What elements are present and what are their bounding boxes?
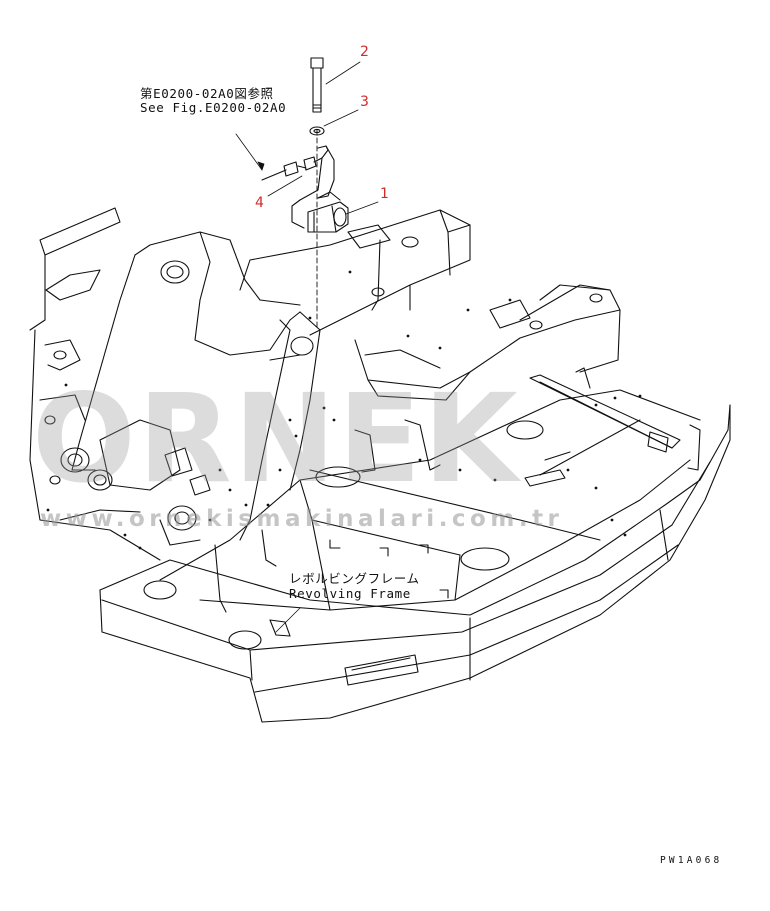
watermark-url: www.ornekismakinalari.com.tr (40, 506, 564, 532)
wire-harness-part (261, 145, 335, 201)
deck-floor (143, 389, 701, 650)
frame-label-en: Revolving Frame (289, 586, 411, 601)
reference-note: 第E0200-02A0図参照 See Fig.E0200-02A0 (140, 86, 287, 116)
center-bracket (239, 209, 621, 401)
deck-walls (214, 419, 449, 637)
leader-lines (235, 61, 379, 633)
washer-part (309, 126, 325, 136)
drawing-code: PW1A068 (660, 855, 723, 866)
callout-3: 3 (360, 94, 369, 110)
side-rail (529, 367, 681, 453)
counterweight (99, 404, 731, 723)
fastener-dots (46, 270, 642, 550)
left-frame (29, 207, 161, 561)
frame-label: レボルビングフレーム Revolving Frame (289, 571, 420, 601)
callout-4: 4 (255, 195, 264, 211)
reference-note-jp: 第E0200-02A0図参照 (140, 86, 274, 101)
callout-1: 1 (380, 186, 389, 202)
bolt-part (310, 57, 324, 113)
left-brackets (60, 231, 321, 546)
reference-note-en: See Fig.E0200-02A0 (140, 100, 287, 116)
frame-label-jp: レボルビングフレーム (289, 571, 420, 586)
callout-2: 2 (360, 44, 369, 60)
watermark-brand: ORNEK (32, 368, 520, 510)
